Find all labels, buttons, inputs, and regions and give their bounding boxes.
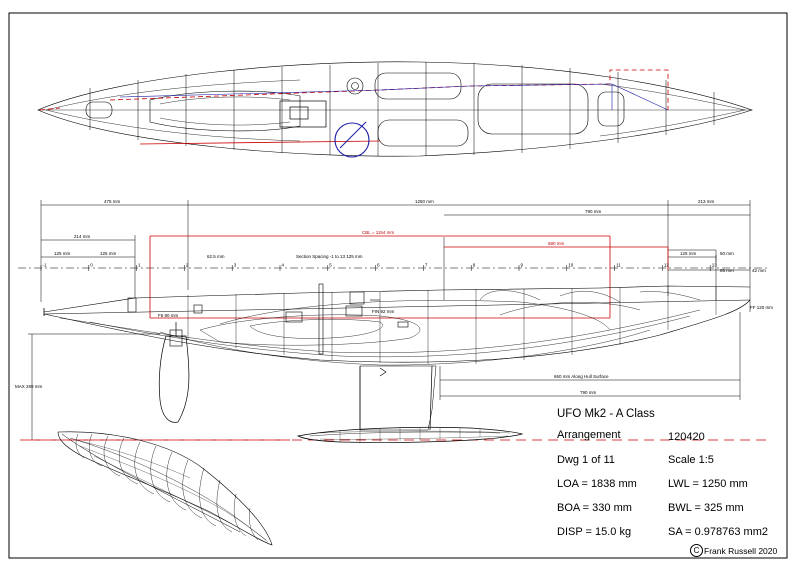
iso-outline bbox=[57, 431, 273, 546]
deck-plan-view bbox=[37, 61, 753, 157]
mast-tube bbox=[318, 283, 324, 355]
deck-line bbox=[43, 299, 751, 315]
dim-125-a: 125 mm bbox=[54, 251, 71, 256]
dim-f6: F6 80 mm bbox=[158, 313, 179, 318]
station-label: 5 bbox=[329, 263, 332, 268]
station-label: 4 bbox=[282, 263, 285, 268]
fin-keel bbox=[296, 365, 524, 443]
contour-1 bbox=[199, 314, 421, 346]
copyright-icon: C bbox=[690, 544, 703, 557]
copyright-text: Frank Russell 2020 bbox=[704, 546, 778, 556]
profile-red-dimensions bbox=[20, 235, 770, 441]
sheet-number: Dwg 1 of 11 bbox=[557, 454, 615, 466]
profile-dimensions bbox=[40, 200, 751, 312]
dim-213: 213 mm bbox=[698, 199, 715, 204]
station-label: 7 bbox=[425, 263, 428, 268]
dim-42: 42 mm bbox=[752, 268, 766, 273]
station-label: 13 bbox=[712, 263, 718, 268]
drawing-number: 120420 bbox=[668, 431, 705, 443]
deck-stations bbox=[89, 62, 715, 156]
sheet-name: Arrangement bbox=[557, 429, 621, 441]
deck-outline bbox=[37, 61, 753, 157]
deck-red-beam bbox=[139, 140, 381, 145]
hatch-b bbox=[377, 119, 469, 147]
dim-ff: FF 120 mm bbox=[750, 305, 773, 310]
boa: BOA = 330 mm bbox=[557, 502, 632, 514]
hatch-c bbox=[477, 83, 589, 135]
contour-4 bbox=[479, 290, 541, 301]
dimension-labels: 475 mm 1250 mm 213 mm 790 mm 214 mm CBL … bbox=[15, 199, 773, 395]
dim-790-bottom: 790 mm bbox=[580, 390, 597, 395]
dim-125-c: 125 mm bbox=[680, 251, 697, 256]
bulb bbox=[296, 426, 524, 443]
station-label: 9 bbox=[521, 263, 524, 268]
deck-plan-overlays bbox=[39, 69, 669, 158]
hatch-a bbox=[374, 72, 462, 100]
deck-red-line bbox=[39, 69, 669, 111]
dim-62-5: 62.5 mm bbox=[207, 254, 225, 259]
station-label: 0 bbox=[90, 263, 93, 268]
lwl: LWL = 1250 mm bbox=[668, 478, 748, 490]
dim-790-top: 790 mm bbox=[585, 209, 602, 214]
sail-area: SA = 0.978763 mm2 bbox=[668, 526, 768, 538]
stern-lines bbox=[45, 79, 301, 142]
isometric-hull bbox=[57, 431, 273, 546]
dim-680: 680 mm bbox=[548, 241, 565, 246]
dim-50: 50 mm bbox=[720, 251, 734, 256]
dim-section-spacing: Section Spacing -1 to 13 125 mm bbox=[296, 254, 363, 259]
dim-1250: 1250 mm bbox=[415, 199, 434, 204]
deck-blue-sheet bbox=[119, 83, 669, 111]
cockpit-inner bbox=[159, 96, 291, 105]
hatch-d bbox=[597, 91, 625, 127]
contour-2 bbox=[249, 319, 383, 339]
servo-profile bbox=[349, 291, 365, 305]
station-label: 11 bbox=[616, 263, 621, 268]
station-axis bbox=[18, 265, 770, 271]
mast-step bbox=[346, 77, 364, 95]
station-label: -1 bbox=[43, 263, 47, 268]
dim-125-b: 125 mm bbox=[100, 251, 117, 256]
scale: Scale 1:5 bbox=[668, 454, 714, 466]
station-label: 10 bbox=[568, 263, 574, 268]
servo-tray bbox=[279, 100, 327, 128]
dim-214: 214 mm bbox=[74, 234, 91, 239]
disp: DISP = 15.0 kg bbox=[557, 526, 632, 538]
bwl: BWL = 325 mm bbox=[668, 502, 744, 514]
station-label: 2 bbox=[186, 263, 189, 268]
cockpit-outline bbox=[149, 90, 301, 132]
rudder bbox=[158, 322, 190, 423]
dim-cbl: CBL = 1154 mm bbox=[362, 230, 394, 235]
drawing-title: UFO Mk2 - A Class bbox=[557, 408, 655, 420]
keel-line bbox=[159, 329, 651, 366]
dim-475: 475 mm bbox=[104, 199, 121, 204]
winch-drum bbox=[334, 122, 370, 158]
station-label: 8 bbox=[473, 263, 476, 268]
dim-max: MAX 289 mm bbox=[15, 384, 43, 389]
station-label: 1 bbox=[138, 263, 141, 268]
forward-hatch bbox=[85, 101, 113, 119]
station-label: 6 bbox=[377, 263, 380, 268]
servo bbox=[289, 106, 309, 120]
dim-65: 65 mm bbox=[720, 268, 734, 273]
dim-hull-surface: 660 mm Along Hull Surface bbox=[554, 374, 609, 379]
station-label: 3 bbox=[234, 263, 237, 268]
profile-view bbox=[43, 283, 751, 366]
lower-dimensions bbox=[28, 312, 741, 440]
sheet-border bbox=[8, 12, 788, 559]
contour-3 bbox=[219, 300, 611, 331]
dim-fin: FIN 92 mm bbox=[372, 309, 395, 314]
hull-bottom bbox=[43, 299, 751, 363]
station-label: 12 bbox=[664, 263, 670, 268]
loa: LOA = 1838 mm bbox=[557, 478, 637, 490]
